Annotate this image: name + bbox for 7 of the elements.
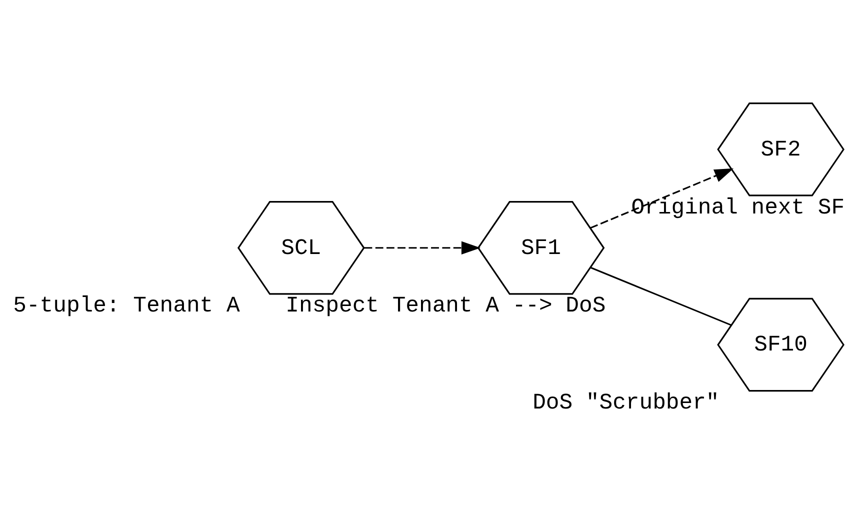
node-label: 5-tuple: Tenant A: [13, 292, 240, 319]
connector: [590, 266, 732, 326]
node-label: DoS "Scrubber": [532, 390, 720, 416]
node-label: Original next SF: [631, 194, 845, 220]
node-label: Inspect Tenant A --> DoS: [286, 292, 606, 319]
arrow: [590, 168, 734, 229]
arrow: [364, 241, 481, 255]
